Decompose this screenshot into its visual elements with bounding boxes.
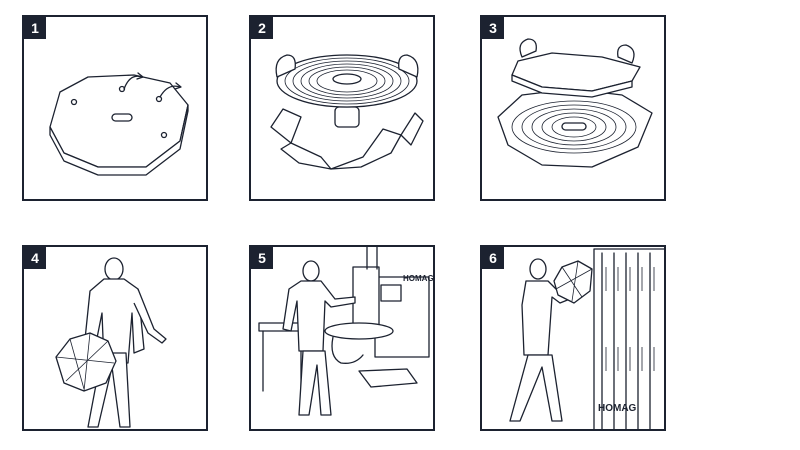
- tray-lid-lift-icon: [497, 38, 653, 168]
- step-number: 6: [482, 247, 504, 269]
- step-number: 2: [251, 17, 273, 39]
- step-panel-6: 6 HOMAG: [480, 245, 666, 431]
- step-panel-5: 5 HOMAG: [249, 245, 435, 431]
- operator-at-machine-icon: HOMAG: [258, 247, 433, 416]
- step-number: 3: [482, 17, 504, 39]
- machine-brand: HOMAG: [403, 274, 433, 283]
- cabinet-brand: HOMAG: [598, 403, 637, 414]
- tray-lid-icon: [49, 72, 189, 176]
- step-panel-1: 1: [22, 15, 208, 201]
- step-number: 4: [24, 247, 46, 269]
- step-number: 5: [251, 247, 273, 269]
- step-number: 1: [24, 17, 46, 39]
- person-loading-cabinet-icon: HOMAG: [509, 248, 664, 429]
- person-carrying-tray-icon: [55, 257, 167, 428]
- step-panel-3: 3: [480, 15, 666, 201]
- step-panel-4: 4: [22, 245, 208, 431]
- step-panel-2: 2: [249, 15, 435, 201]
- spiral-disc-lift-icon: [270, 54, 424, 170]
